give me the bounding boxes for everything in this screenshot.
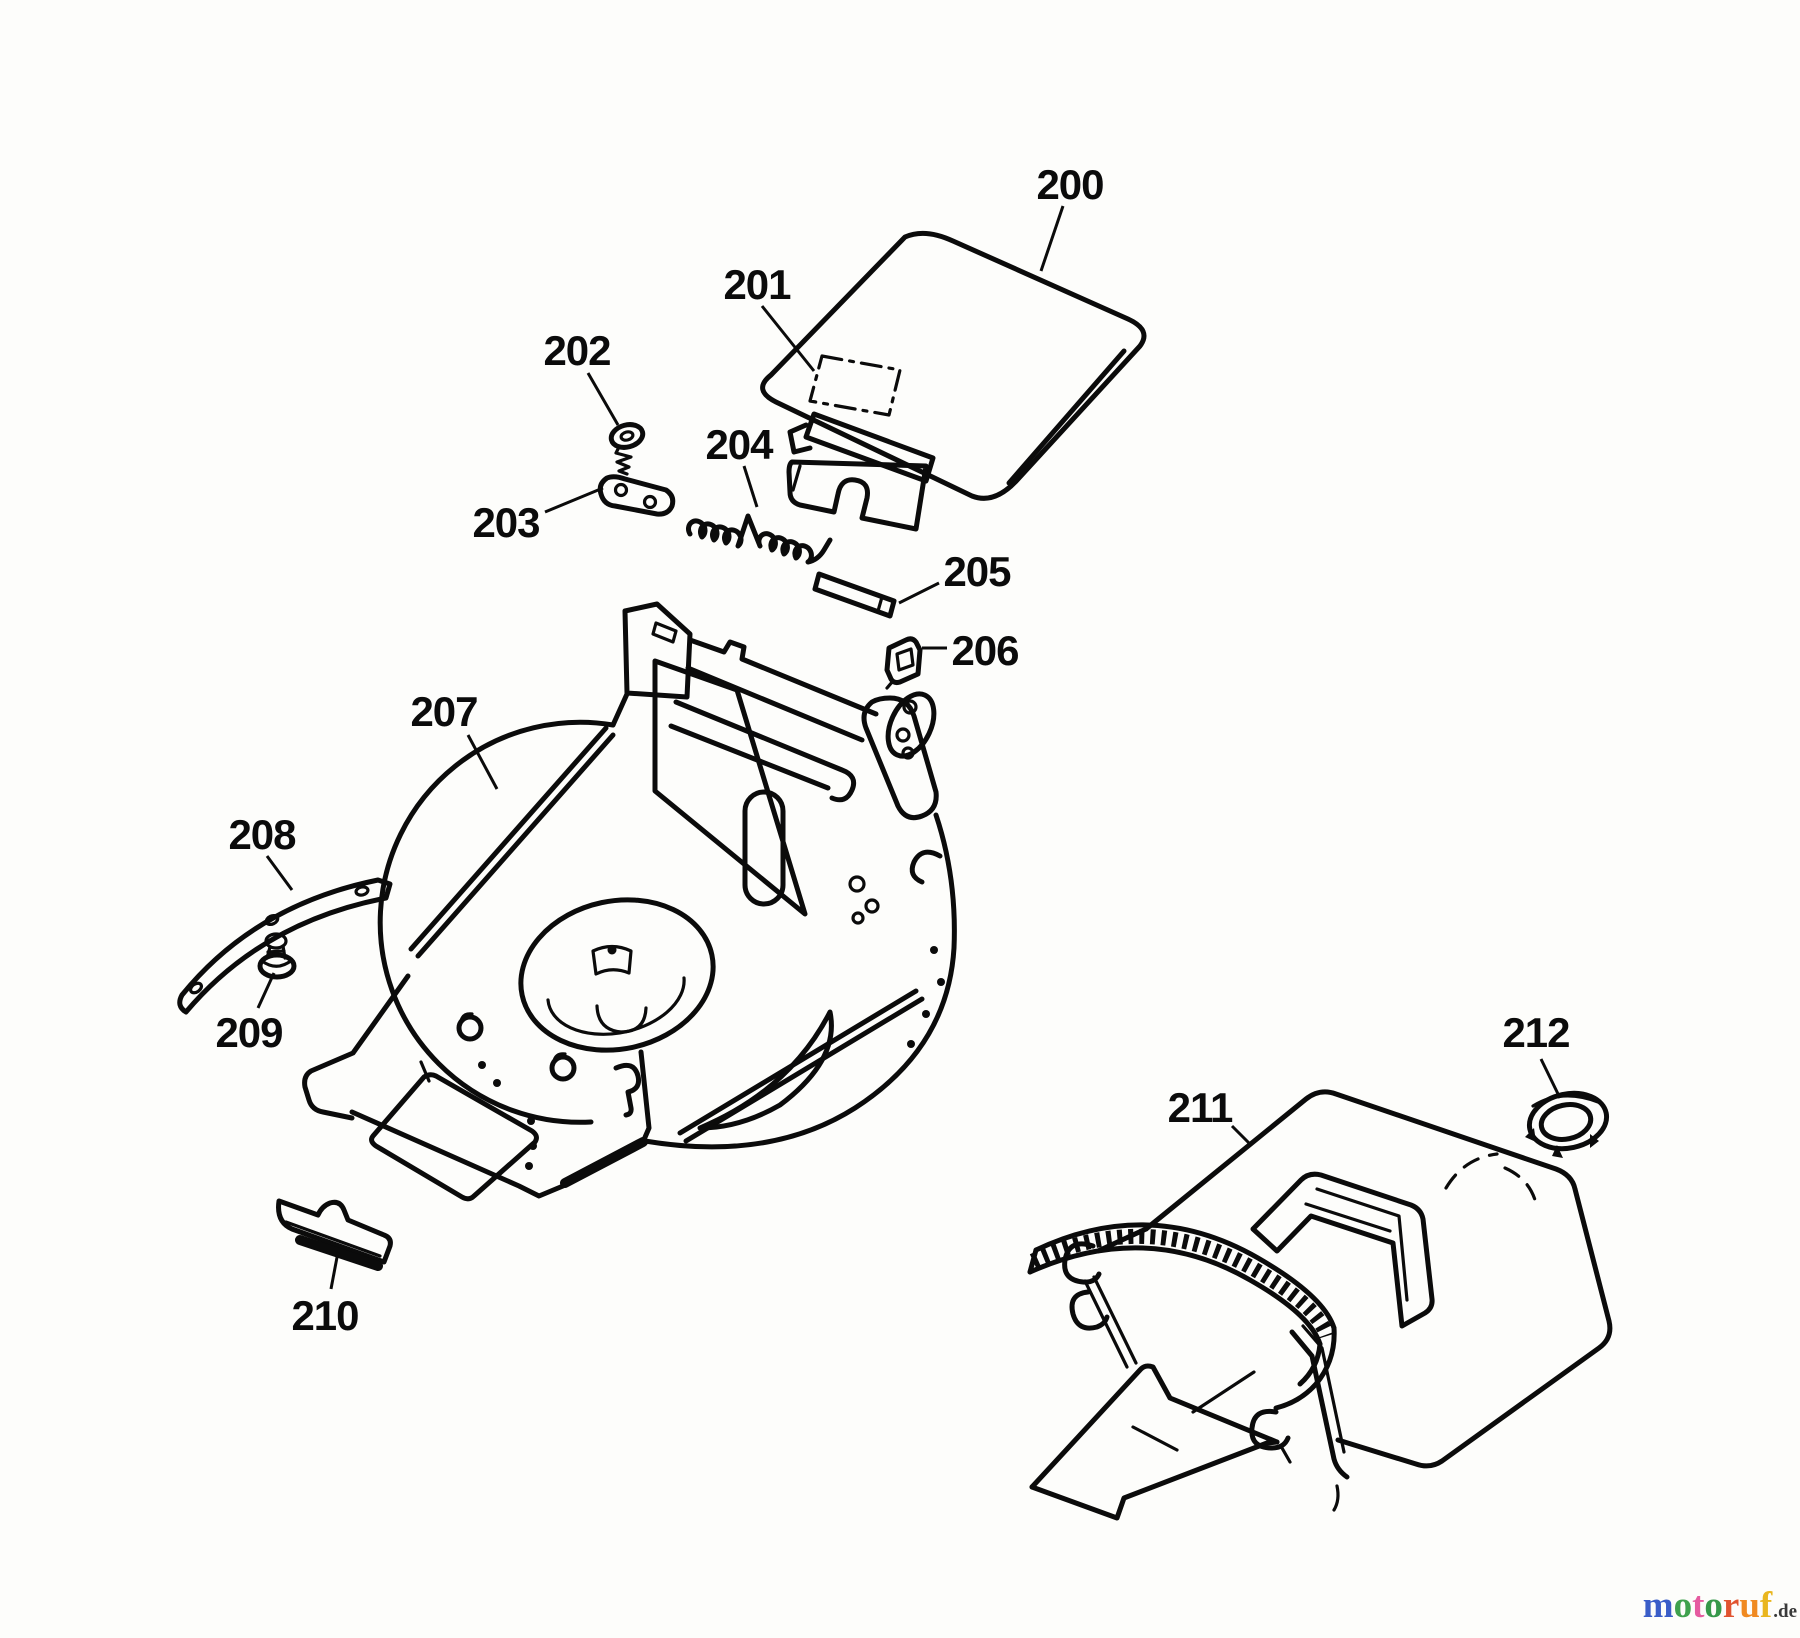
part-202-screw-drawing bbox=[608, 422, 646, 476]
watermark-letter: t bbox=[1692, 1585, 1705, 1626]
leader-203 bbox=[544, 486, 604, 514]
part-204-spring-drawing bbox=[686, 513, 833, 565]
leader-lines bbox=[256, 205, 1562, 1290]
leader-200 bbox=[1039, 205, 1065, 272]
leader-205 bbox=[898, 581, 940, 605]
part-211-grass-catcher-drawing bbox=[1027, 1089, 1613, 1521]
watermark-letter: f bbox=[1759, 1585, 1773, 1626]
leader-210 bbox=[329, 1251, 340, 1290]
part-203-latch-plate-drawing bbox=[597, 474, 676, 517]
watermark-logo: motoruf.de bbox=[1641, 1586, 1797, 1632]
part-206-clip-drawing bbox=[884, 636, 923, 690]
leader-201 bbox=[760, 305, 816, 372]
part-205-strip-drawing bbox=[812, 571, 897, 619]
watermark-letter: u bbox=[1739, 1585, 1760, 1626]
part-labels: 200 201 202 203 204 205 206 207 208 209 … bbox=[215, 161, 1570, 1339]
part-label-205: 205 bbox=[943, 548, 1011, 595]
watermark-letter: o bbox=[1704, 1585, 1723, 1626]
part-label-207: 207 bbox=[410, 688, 477, 735]
part-210-strip-drawing bbox=[276, 1198, 393, 1271]
leader-207 bbox=[466, 734, 499, 790]
part-209-rivet-drawing bbox=[257, 932, 297, 980]
part-200-cover-lid-drawing bbox=[760, 230, 1147, 532]
leader-211 bbox=[1230, 1124, 1252, 1146]
watermark-letter: m bbox=[1642, 1585, 1674, 1626]
part-label-209: 209 bbox=[215, 1009, 282, 1056]
watermark-word: motoruf bbox=[1643, 1586, 1773, 1626]
leader-208 bbox=[265, 855, 294, 891]
part-label-208: 208 bbox=[228, 811, 296, 858]
watermark-letter: o bbox=[1673, 1585, 1693, 1626]
leader-209 bbox=[256, 972, 276, 1009]
part-label-212: 212 bbox=[1502, 1009, 1569, 1056]
leader-202 bbox=[586, 372, 620, 426]
watermark-suffix: .de bbox=[1773, 1601, 1797, 1622]
part-label-204: 204 bbox=[705, 421, 774, 468]
part-label-203: 203 bbox=[472, 499, 539, 546]
part-201-flap-decal-drawing bbox=[808, 354, 902, 417]
leader-204 bbox=[742, 465, 759, 508]
leader-212 bbox=[1539, 1058, 1562, 1099]
part-label-211: 211 bbox=[1168, 1084, 1233, 1131]
part-207-housing-drawing bbox=[302, 601, 957, 1202]
part-208-bumper-strip-drawing bbox=[177, 877, 393, 1015]
part-label-202: 202 bbox=[543, 327, 610, 374]
part-212-cap-drawing bbox=[1525, 1090, 1610, 1158]
part-label-200: 200 bbox=[1036, 161, 1103, 208]
part-label-210: 210 bbox=[291, 1292, 358, 1339]
watermark-letter: r bbox=[1722, 1585, 1740, 1626]
part-label-206: 206 bbox=[951, 627, 1018, 674]
part-label-201: 201 bbox=[723, 261, 791, 308]
